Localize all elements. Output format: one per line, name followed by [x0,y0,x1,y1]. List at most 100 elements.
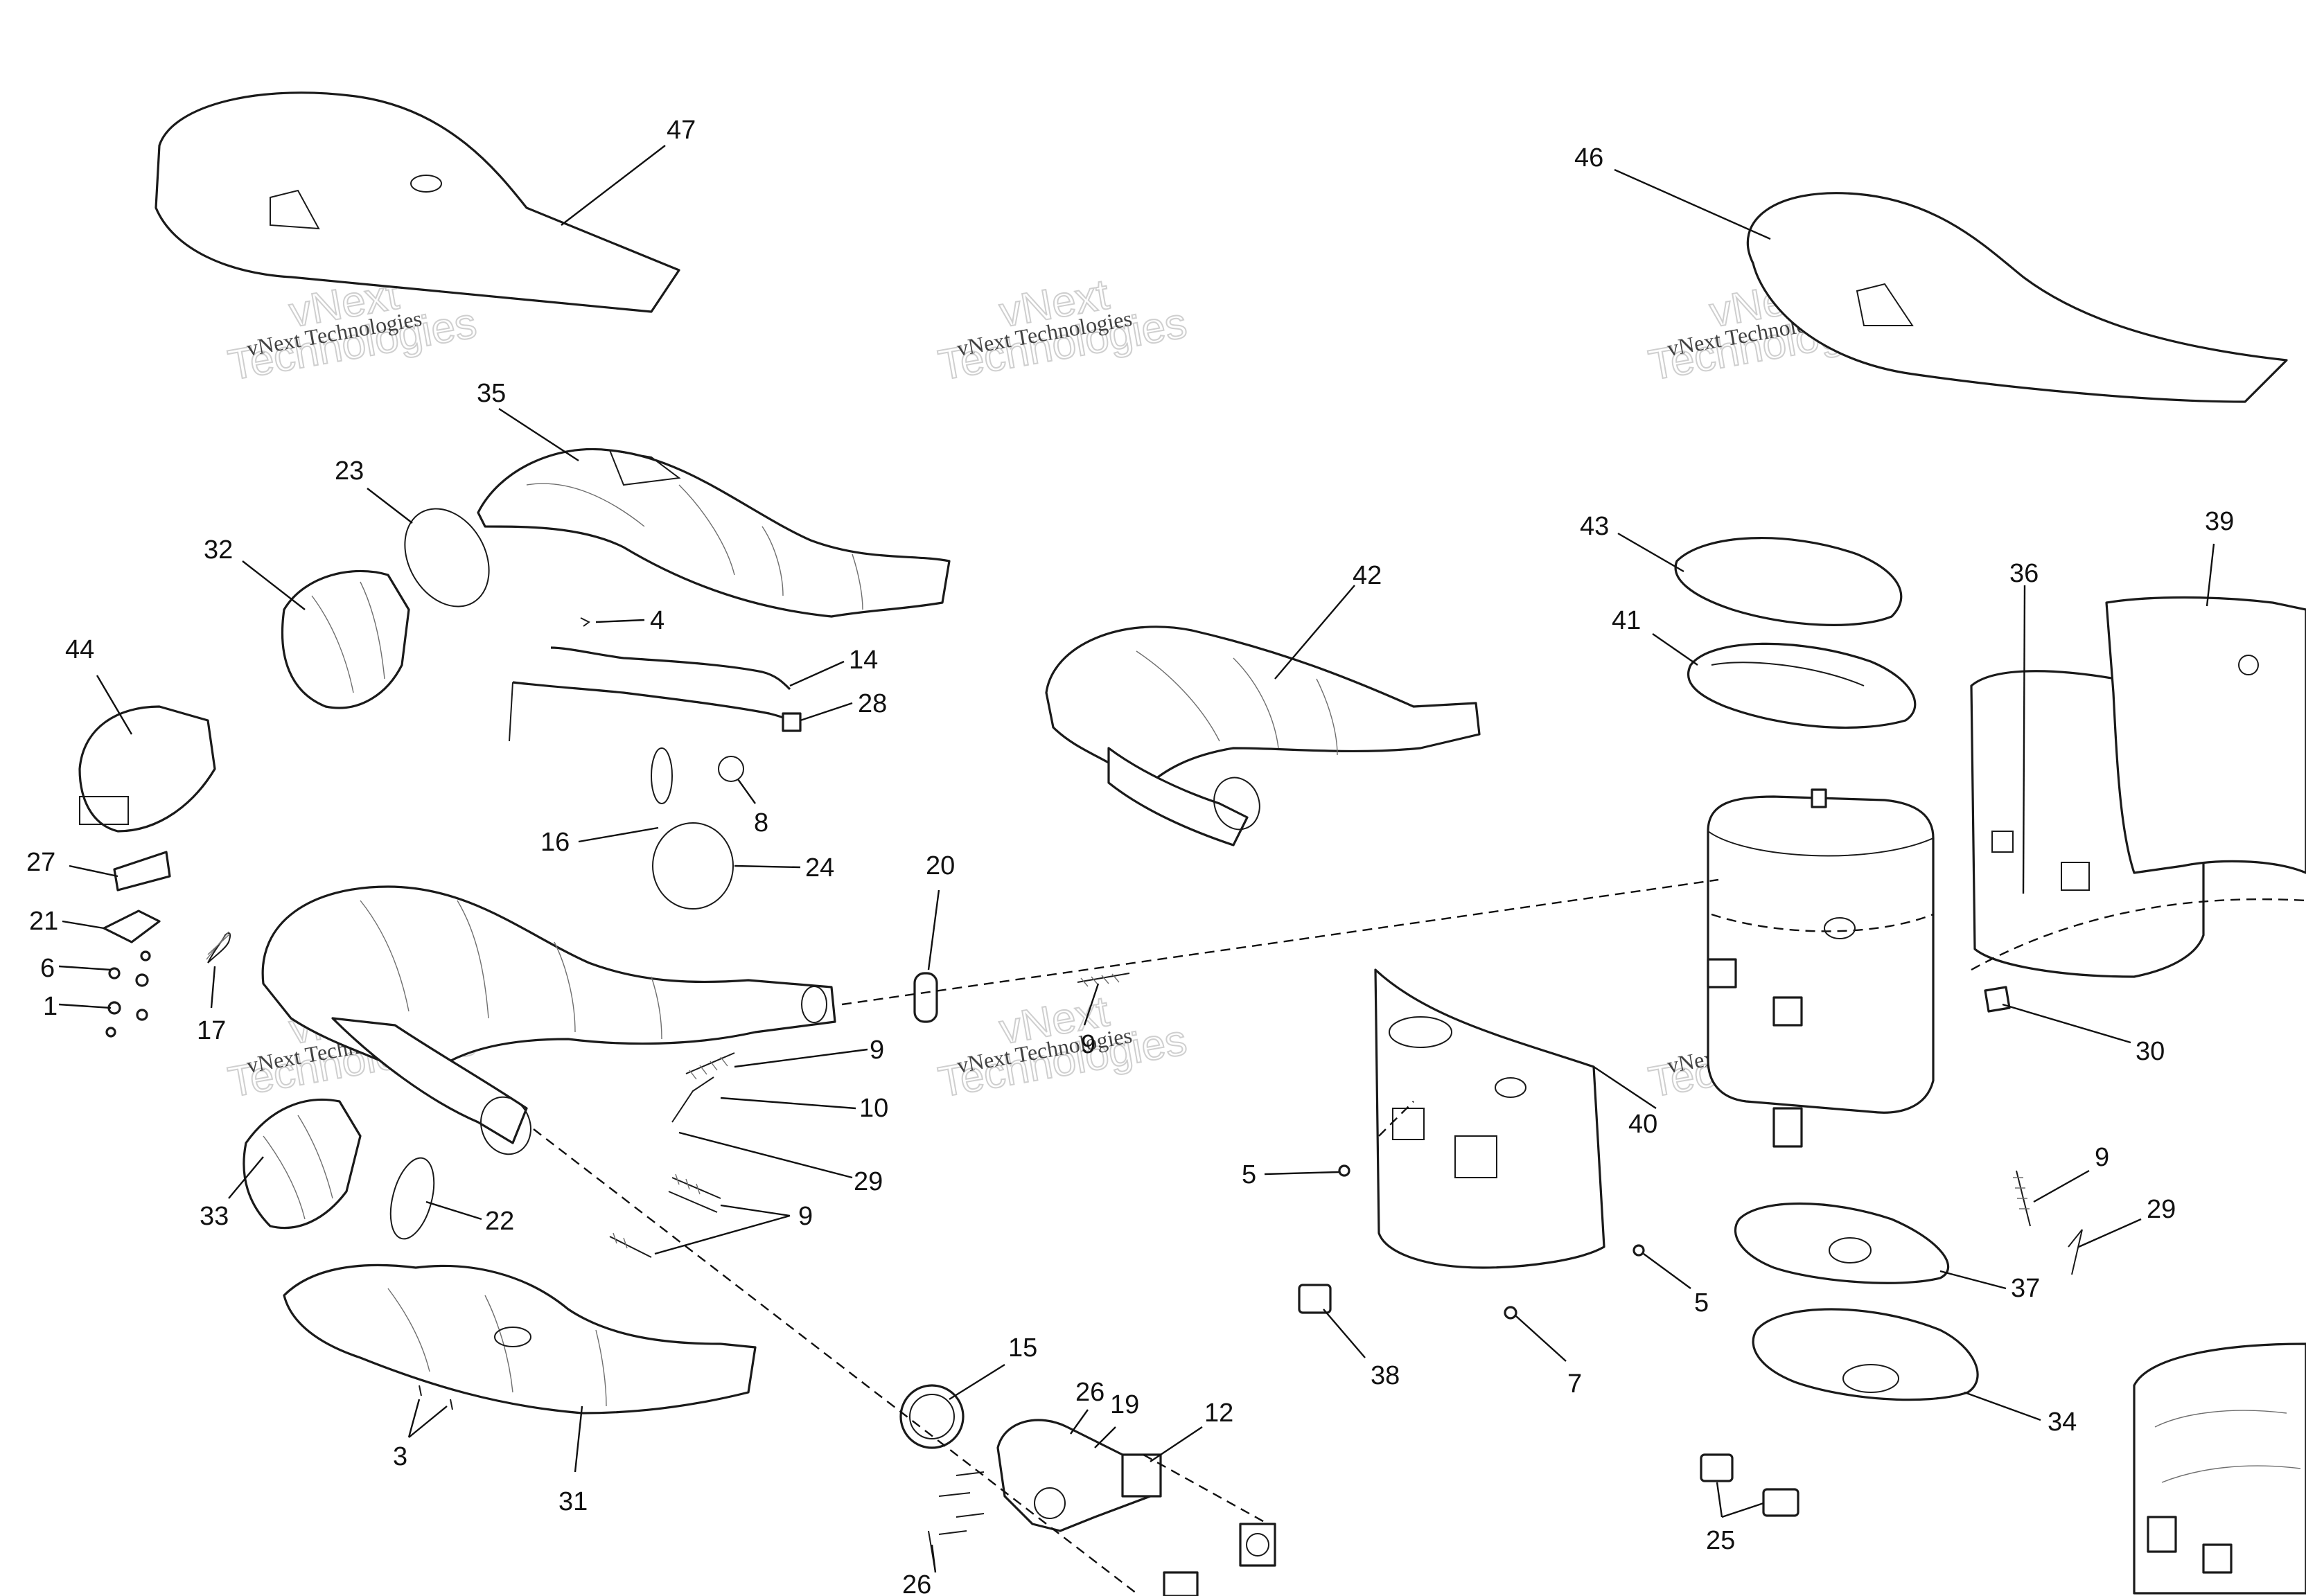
part-7-nut [1504,1306,1517,1320]
watermark: Technologies vNext vNext Technologies [934,270,1190,391]
part-9-spring-pipe [671,1052,735,1123]
part-24-clamp [652,822,734,910]
callout-26: 26 [902,1570,931,1596]
callout-10: 10 [859,1094,888,1123]
callout-28: 28 [858,689,887,718]
callout-46: 46 [1574,143,1603,172]
callout-3: 3 [393,1442,407,1471]
part-30-tab [1984,986,2011,1013]
part-37-gasket [1734,1202,1950,1284]
part-gaskets-bottom [1163,1523,1276,1596]
callout-8: 8 [754,808,768,837]
part-43-cap [1674,537,1903,626]
part-manifold [996,1419,1162,1532]
callout-5: 5 [1242,1160,1256,1189]
callout-35: 35 [477,379,506,408]
callout-6: 6 [40,954,55,983]
callout-37: 37 [2011,1274,2040,1303]
callout-4: 4 [650,606,664,635]
callout-38: 38 [1371,1361,1400,1390]
parts [78,91,2306,1596]
callout-15: 15 [1008,1333,1037,1363]
callout-42: 42 [1353,561,1382,590]
part-33-elbow-cover [243,1098,362,1230]
part-assembly-partial [2133,1342,2306,1595]
callout-47: 47 [667,116,696,145]
part-16-clamp [651,747,673,804]
callout-29: 29 [2147,1195,2176,1224]
part-25-connectors [1700,1453,1799,1517]
callout-39: 39 [2205,507,2234,536]
callout-9: 9 [870,1036,884,1065]
axis-manifold-gaskets [1143,1453,1269,1525]
part-32-elbow-cover [281,569,410,709]
callout-21: 21 [29,907,58,936]
callout-14: 14 [849,646,878,675]
callout-9: 9 [2095,1143,2109,1172]
part-26-bolts [928,1471,985,1573]
part-muffler [1707,788,1935,1148]
callout-44: 44 [65,635,94,664]
part-15-gasket [899,1384,965,1449]
part-tuned-pipe [261,885,836,1155]
callout-20: 20 [926,851,955,880]
watermark: Technologies vNext vNext Technologies [934,987,1190,1108]
part-40-panel [1374,968,1605,1269]
callout-9: 9 [1081,1030,1095,1059]
callout-17: 17 [197,1016,226,1045]
part-23-clamp [404,508,490,608]
callout-40: 40 [1628,1110,1657,1139]
callout-41: 41 [1612,606,1641,635]
callout-16: 16 [540,828,570,857]
callout-19: 19 [1110,1390,1139,1419]
hardware-small-left [105,950,151,1038]
callout-1: 1 [43,992,58,1021]
callout-36: 36 [2009,559,2039,588]
part-8-clip [718,756,744,782]
axis-shield-wrap [1971,898,2306,971]
part-39-shield [2105,596,2306,874]
callout-5: 5 [1694,1288,1709,1318]
callout-30: 30 [2136,1037,2165,1066]
part-9-springs-lower [609,1173,721,1258]
part-27-bracket [113,851,171,892]
part-41-gasket [1687,642,1917,729]
part-34-cap [1752,1308,1979,1401]
callout-27: 27 [26,848,55,877]
part-17-spring [206,931,231,964]
callout-34: 34 [2048,1408,2077,1437]
callout-23: 23 [335,456,364,486]
callout-12: 12 [1204,1399,1233,1428]
callout-22: 22 [485,1207,514,1236]
callout-31: 31 [558,1487,588,1516]
callout-32: 32 [204,535,233,565]
callout-24: 24 [805,853,834,883]
axis-panel-muffler [1378,1101,1414,1137]
part-28-sensor-tube [509,681,802,742]
callout-7: 7 [1567,1369,1582,1399]
callout-26: 26 [1075,1378,1104,1407]
part-38-connector [1298,1284,1332,1314]
callouts: 47 46 35 23 32 44 4 14 28 8 16 24 27 21 … [26,116,2234,1596]
part-29-hook-right [2068,1229,2083,1275]
part-20-gasket [913,972,938,1023]
part-9-spring-center [1077,973,1130,987]
callout-9: 9 [798,1202,813,1231]
part-47-heat-shield [155,91,680,313]
callout-25: 25 [1706,1526,1735,1555]
part-3-screws [419,1385,453,1410]
part-44-heat-cover [78,705,216,833]
part-4-fastener [580,617,590,627]
part-42-exhaust-pipe [1045,626,1481,846]
part-5-nuts [1338,1164,1645,1257]
callout-33: 33 [200,1202,229,1231]
part-35-pipe-cover [477,447,951,618]
part-14-tube [550,646,791,691]
part-21-clip [103,910,161,943]
assembly-axes [533,878,2306,1594]
part-46-heat-shield [1746,192,2288,403]
axis-pipe-to-muffler [841,878,1719,1006]
part-31-pipe-cover [283,1264,757,1415]
part-9-spring-right [2013,1170,2031,1227]
